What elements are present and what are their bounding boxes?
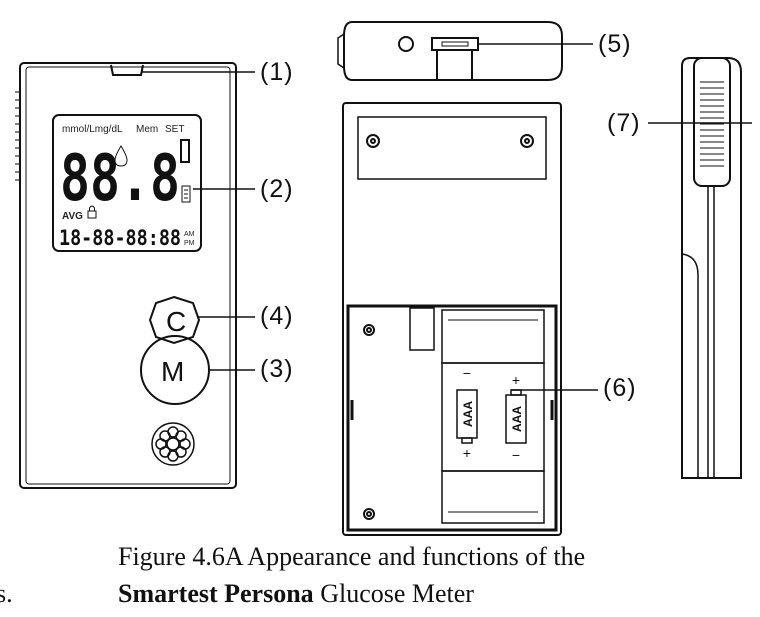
side-button-grip (700, 81, 724, 167)
clipped-text: s. (0, 579, 13, 608)
battery-right-minus: − (512, 447, 520, 463)
top-strip-slot (431, 37, 479, 51)
lcd-content: mmol/Lmg/dL Mem SET 88.8 AVG 18-88-88:88… (59, 124, 195, 250)
side-view (681, 57, 742, 479)
battery-left-minus: − (463, 365, 471, 381)
battery-right-plus: + (512, 372, 520, 388)
leader-lines (142, 43, 752, 391)
lock-icon (87, 205, 97, 219)
blood-drop-icon (114, 145, 128, 167)
lcd-display (52, 114, 202, 252)
top-view (337, 21, 563, 81)
lcd-side-bar (180, 139, 190, 163)
battery-level-icon (181, 185, 191, 203)
battery-compartment (346, 304, 558, 532)
figure-caption-line2: Smartest Persona Glucose Meter (118, 579, 474, 609)
logo-rosette (151, 422, 195, 466)
strip-port (110, 64, 144, 76)
lcd-am: AM (184, 231, 195, 238)
lcd-mem: Mem (136, 124, 158, 135)
caption-product-name: Smartest Persona (118, 579, 314, 608)
lcd-datetime: 18-88-88:88 (59, 226, 181, 250)
callout-3: (3) (260, 355, 294, 383)
callout-4: (4) (260, 302, 294, 330)
lcd-pm: PM (184, 240, 195, 247)
front-side-grip (15, 91, 20, 181)
lcd-units: mmol/Lmg/dL (62, 124, 123, 135)
battery-left-plus: + (463, 445, 471, 461)
lcd-set: SET (165, 124, 184, 135)
battery-left-label: AAA (461, 401, 475, 427)
callout-5: (5) (598, 30, 632, 58)
callout-2: (2) (260, 175, 294, 203)
side-button (693, 57, 731, 187)
callout-1: (1) (260, 58, 294, 86)
battery-labels: − + + − AAA AAA (461, 365, 524, 463)
m-button-label: M (161, 356, 184, 387)
front-view (15, 62, 237, 489)
c-button-label: C (166, 306, 186, 337)
callout-6: (6) (603, 374, 637, 402)
battery-left (456, 389, 478, 444)
callout-7: (7) (607, 109, 641, 137)
battery-right-label: AAA (510, 406, 524, 432)
c-button-outline (148, 295, 201, 345)
top-jack-icon (398, 36, 414, 52)
lcd-avg: AVG (62, 211, 83, 222)
caption-rest: Glucose Meter (313, 579, 474, 608)
back-view (342, 102, 562, 536)
figure-caption-line1: Figure 4.6A Appearance and functions of … (118, 542, 586, 571)
